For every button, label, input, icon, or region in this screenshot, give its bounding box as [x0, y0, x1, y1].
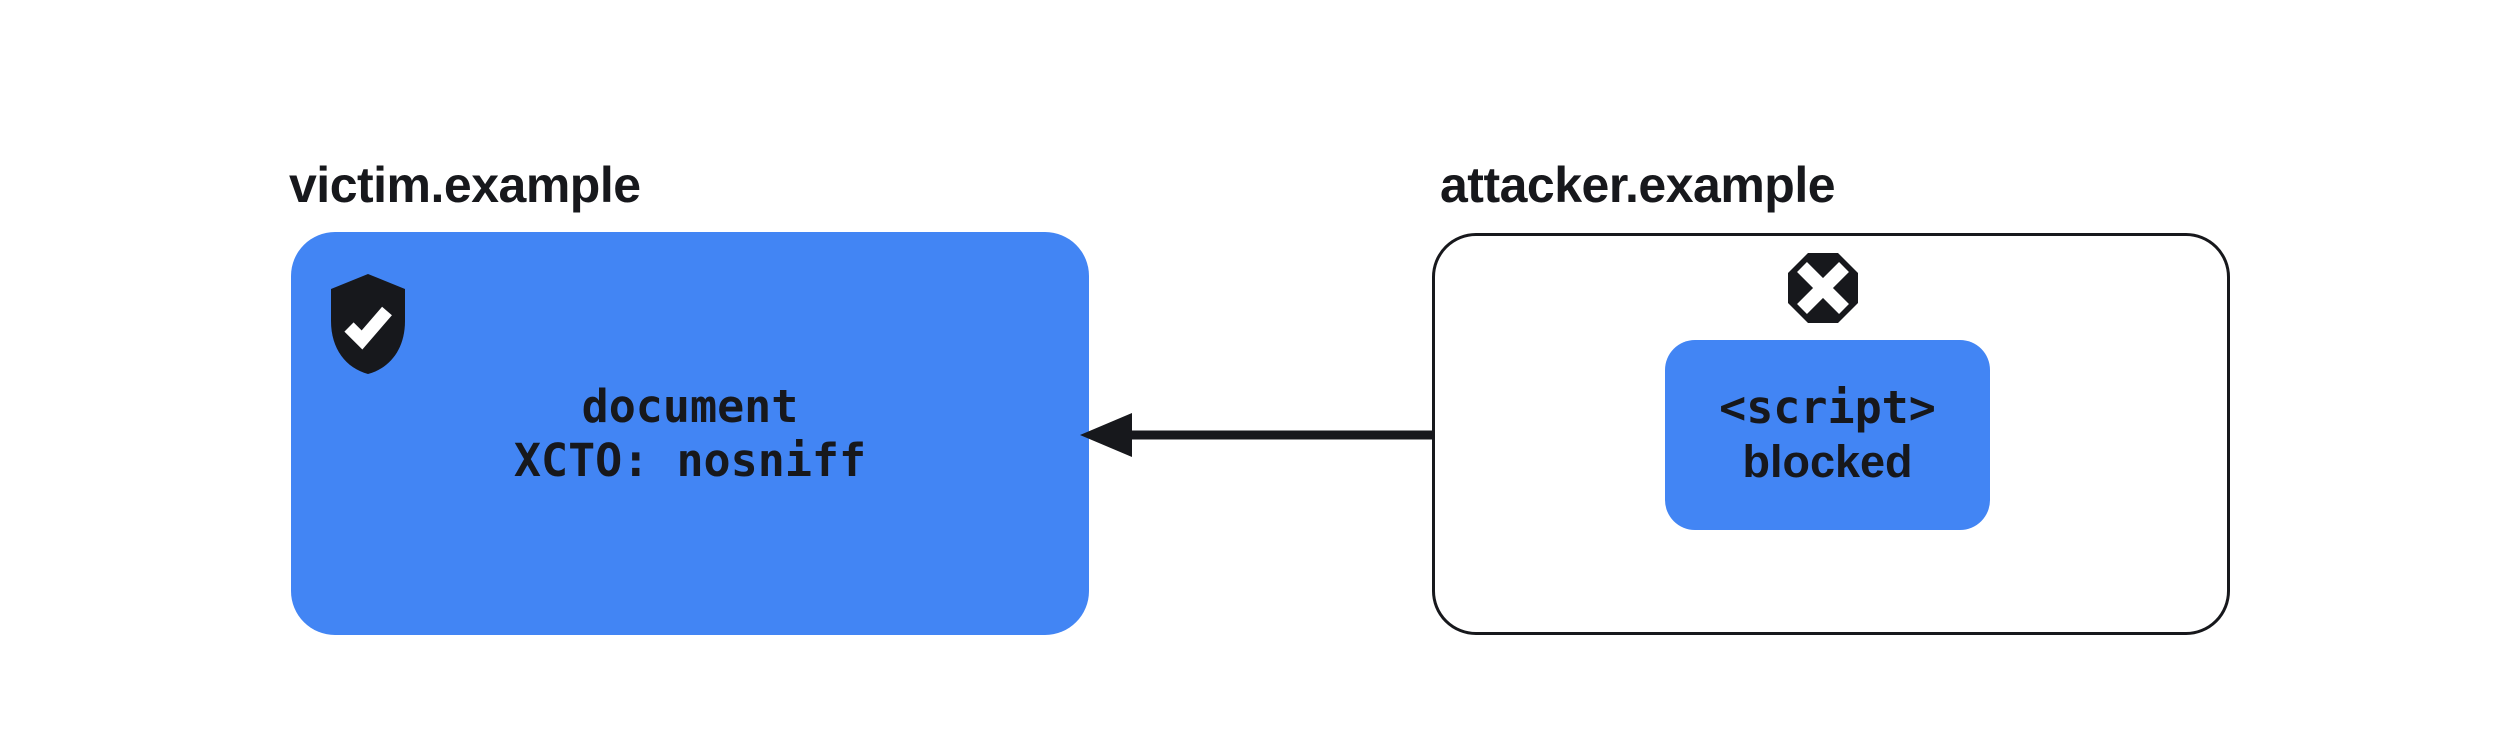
victim-domain-label: victim.example: [289, 157, 641, 213]
script-tag-text: <script>: [1719, 381, 1936, 434]
x-octagon-icon: [1788, 253, 1858, 323]
shield-check-icon: [331, 274, 405, 374]
xcto-nosniff-text: XCTO: nosniff: [513, 433, 867, 487]
victim-document-box: document XCTO: nosniff: [291, 232, 1089, 635]
attacker-origin-box: <script> blocked: [1432, 233, 2230, 635]
document-text: document: [581, 379, 799, 433]
script-blocked-box: <script> blocked: [1665, 340, 1990, 530]
blocked-text: blocked: [1742, 436, 1913, 487]
victim-box-text: document XCTO: nosniff: [291, 232, 1089, 635]
attacker-domain-label: attacker.example: [1440, 157, 1836, 213]
arrow-head: [1080, 413, 1132, 457]
